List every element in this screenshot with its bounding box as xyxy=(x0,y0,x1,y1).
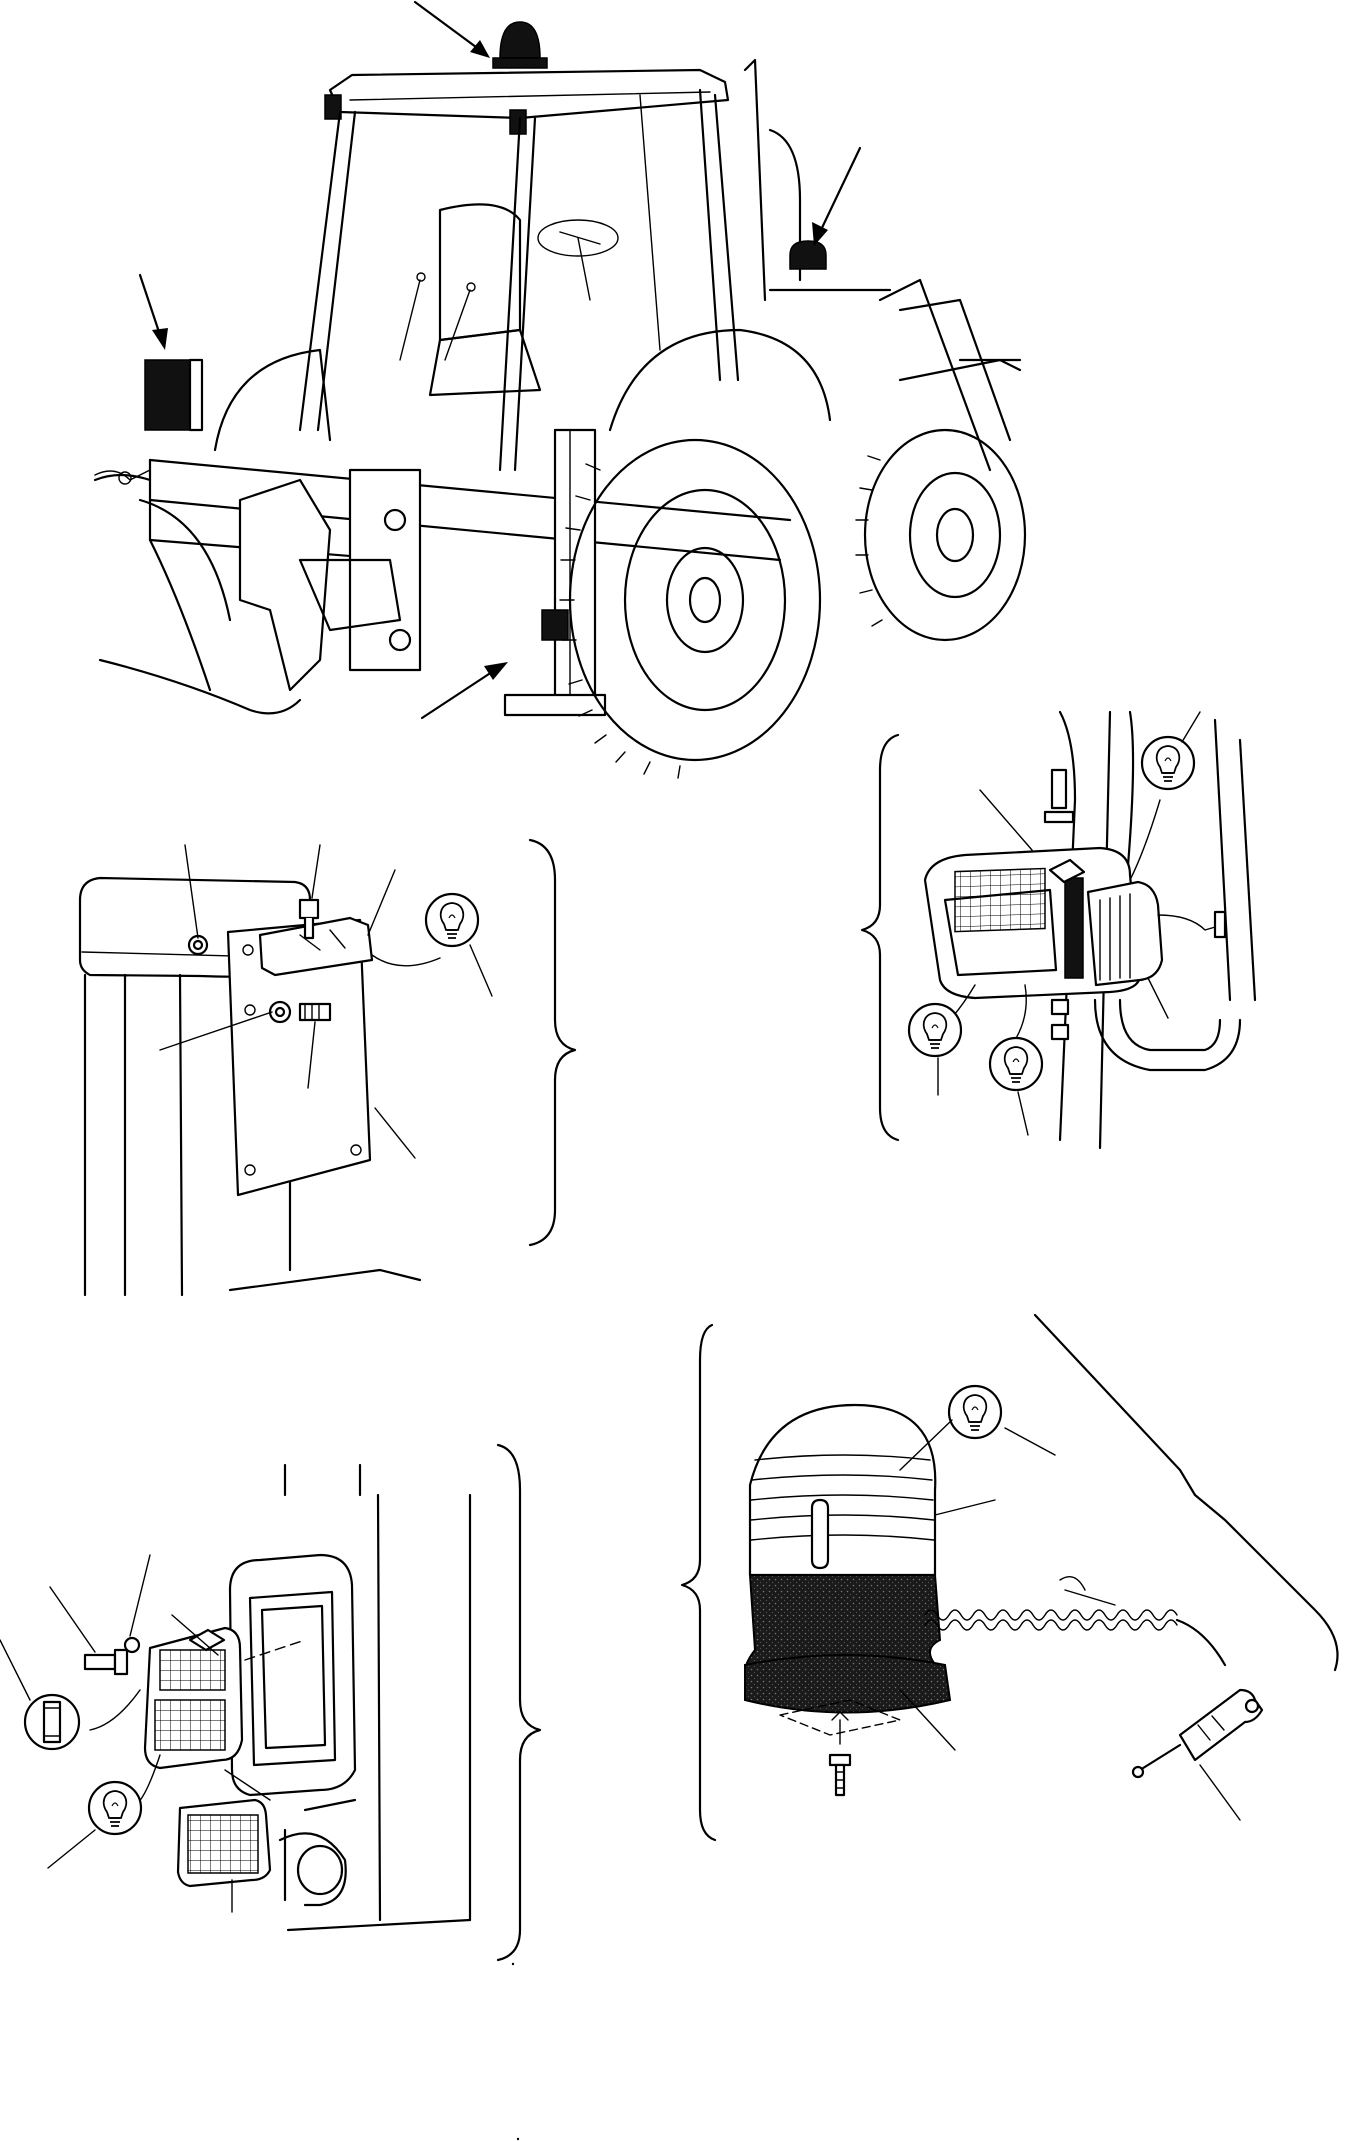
front-lamp-callouts xyxy=(937,711,1201,1136)
bracket-brace xyxy=(680,1323,717,1842)
bracket-brace xyxy=(528,838,577,1247)
side-lamp-callouts xyxy=(0,1554,271,1913)
bulb-icon xyxy=(988,1036,1044,1092)
bulb-icon xyxy=(947,1384,1003,1440)
front-work-lamp-icon xyxy=(923,710,1257,1150)
fuse-bulb-icon xyxy=(23,1693,81,1751)
beacon-callouts xyxy=(899,1419,1241,1821)
side-lamp-icon xyxy=(83,1463,472,1932)
rotating-beacon-icon xyxy=(744,1403,1264,1797)
bracket-brace xyxy=(496,1443,542,1962)
bulb-icon xyxy=(87,1780,143,1836)
rear-lamp-callouts xyxy=(159,844,493,1159)
bulb-icon xyxy=(1140,735,1196,791)
overview-arrows xyxy=(138,0,862,720)
bracket-brace xyxy=(860,733,900,1142)
bracket-brace xyxy=(1033,1313,1339,1672)
rear-lamp-icon xyxy=(78,876,441,1297)
bulb-icon xyxy=(424,892,480,948)
backhoe-loader-icon xyxy=(93,21,1027,779)
bulb-icon xyxy=(907,1002,963,1058)
